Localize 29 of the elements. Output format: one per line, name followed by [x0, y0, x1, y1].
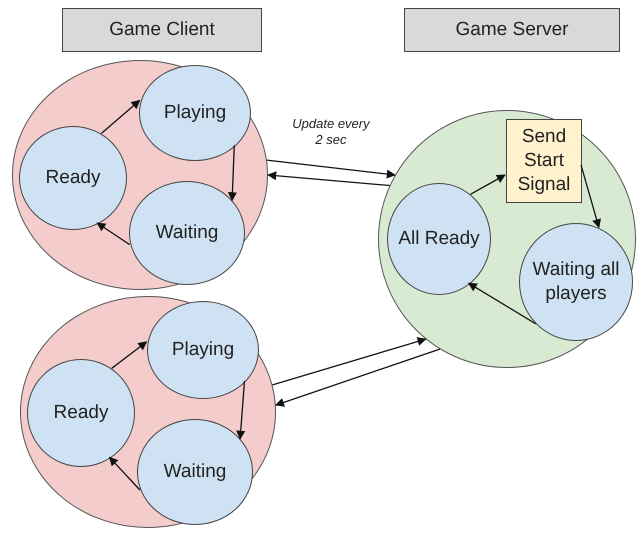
node-label: Send Start Signal [516, 125, 572, 197]
arrow [108, 456, 140, 490]
arrow [236, 380, 246, 440]
arrow [111, 341, 148, 369]
arrow [96, 222, 130, 246]
edge-label: Update every 2 sec [290, 116, 371, 148]
node-label: Game Client [109, 18, 215, 42]
arrow [468, 282, 536, 324]
arrow [228, 145, 237, 202]
node-label: Waiting [156, 221, 218, 245]
node-label: Playing [172, 338, 234, 362]
node-label: Waiting all players [532, 258, 620, 306]
arrow [272, 337, 427, 386]
node-label: Ready [54, 401, 108, 425]
node-label: Playing [164, 101, 226, 125]
action-box [506, 119, 582, 203]
node-label: Waiting [164, 460, 226, 484]
header-box [404, 8, 620, 52]
arrow [274, 348, 440, 407]
arrow [580, 164, 602, 228]
state-circle [27, 359, 135, 467]
arrow [266, 159, 396, 179]
arrow [267, 171, 390, 186]
node-label: Game Server [456, 18, 568, 42]
node-label: Ready [46, 166, 100, 190]
node-label: All Ready [398, 227, 480, 251]
arrow [100, 100, 140, 134]
header-box [62, 8, 262, 52]
arrow [470, 174, 506, 195]
